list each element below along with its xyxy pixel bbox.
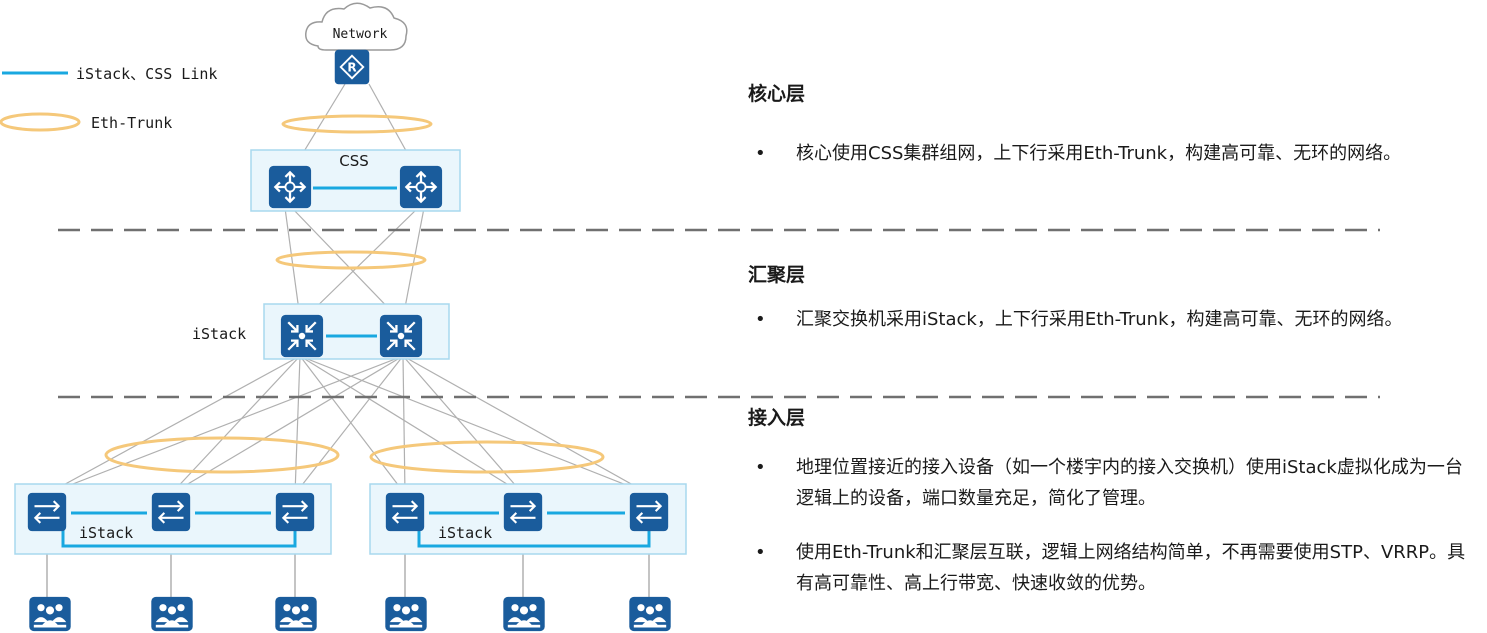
core-layer-text: 核心使用CSS集群组网，上下行采用Eth-Trunk，构建高可靠、无环的网络。	[796, 143, 1402, 164]
agg-cluster-label: iStack	[192, 325, 246, 343]
core-cluster-label: CSS	[339, 152, 369, 170]
bullet-dot: •	[755, 309, 766, 330]
agg-access-lines	[46, 355, 650, 495]
access-layer-title: 接入层	[748, 407, 806, 429]
core-switch-1-icon[interactable]	[267, 165, 313, 209]
access-switch-2-icon[interactable]	[150, 492, 192, 532]
legend: iStack、CSS Link Eth-Trunk	[0, 65, 217, 132]
agg-access-line	[402, 355, 650, 495]
trunk-agg-access-left	[104, 436, 340, 474]
user-group-5-icon	[503, 596, 545, 632]
access-layer-bullet-1: • 地理位置接近的接入设备（如一个楼宇内的接入交换机）使用iStack虚拟化成为…	[755, 452, 1475, 514]
agg-access-line	[294, 355, 301, 495]
access-left-label: iStack	[79, 524, 133, 542]
user-group-3-icon	[275, 596, 317, 632]
network-router-icon[interactable]	[334, 49, 370, 85]
cloud-icon: Network	[305, 2, 408, 51]
trunk-network-core	[281, 114, 433, 134]
agg-access-line	[299, 355, 650, 495]
agg-access-line	[294, 355, 404, 495]
access-switch-1-icon[interactable]	[26, 492, 68, 532]
access-switch-5-icon[interactable]	[502, 492, 544, 532]
access-layer-bullet-2: • 使用Eth-Trunk和汇聚层互联，逻辑上网络结构简单，不再需要使用STP、…	[755, 537, 1475, 599]
core-layer-bullet: • 核心使用CSS集群组网，上下行采用Eth-Trunk，构建高可靠、无环的网络…	[755, 138, 1475, 169]
agg-switch-2-icon[interactable]	[378, 314, 424, 358]
network-label: Network	[333, 27, 388, 42]
core-switch-2-icon[interactable]	[398, 165, 444, 209]
user-group-1-icon	[29, 596, 71, 632]
access-layer-text-1: 地理位置接近的接入设备（如一个楼宇内的接入交换机）使用iStack虚拟化成为一台…	[796, 457, 1463, 509]
user-group-2-icon	[151, 596, 193, 632]
agg-layer-title: 汇聚层	[748, 264, 806, 286]
core-layer-title: 核心层	[748, 83, 806, 105]
access-switch-3-icon[interactable]	[274, 492, 316, 532]
agg-access-line	[299, 355, 406, 495]
agg-layer-text: 汇聚交换机采用iStack，上下行采用Eth-Trunk，构建高可靠、无环的网络…	[796, 309, 1403, 330]
bullet-dot: •	[755, 542, 766, 563]
agg-layer-bullet: • 汇聚交换机采用iStack，上下行采用Eth-Trunk，构建高可靠、无环的…	[755, 304, 1475, 335]
bullet-dot: •	[755, 457, 766, 478]
legend-link-label: iStack、CSS Link	[76, 65, 217, 83]
legend-trunk-label: Eth-Trunk	[91, 114, 172, 132]
trunk-core-agg	[275, 250, 427, 270]
access-switch-4-icon[interactable]	[384, 492, 426, 532]
agg-access-line	[402, 355, 406, 495]
user-group-6-icon	[629, 596, 671, 632]
eth-trunk-bundles	[104, 114, 605, 474]
access-right-label: iStack	[438, 524, 492, 542]
agg-access-line	[46, 355, 301, 495]
access-layer-text-2: 使用Eth-Trunk和汇聚层互联，逻辑上网络结构简单，不再需要使用STP、VR…	[796, 542, 1466, 594]
agg-access-line	[46, 355, 404, 495]
access-switch-6-icon[interactable]	[628, 492, 670, 532]
user-group-4-icon	[385, 596, 427, 632]
legend-trunk-swatch	[0, 112, 81, 132]
agg-switch-1-icon[interactable]	[279, 314, 325, 358]
trunk-agg-access-right	[369, 440, 605, 474]
access-istack-links	[61, 511, 651, 548]
bullet-dot: •	[755, 143, 766, 164]
